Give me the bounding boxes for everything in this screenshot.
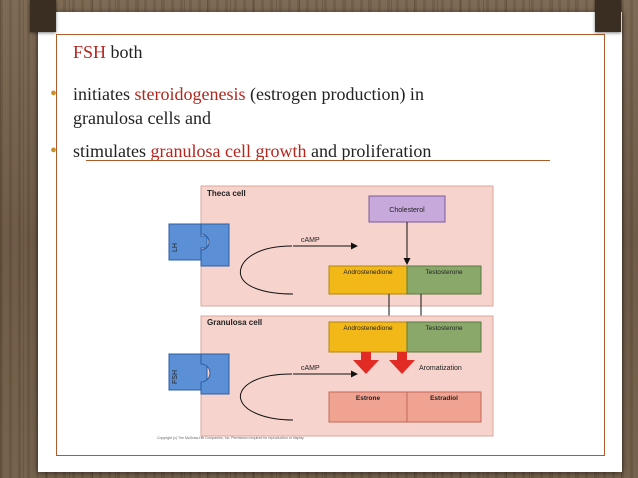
bullet-2-before: stimulates bbox=[73, 141, 151, 161]
tape-top-right bbox=[595, 0, 621, 32]
granulosa-label: Granulosa cell bbox=[207, 318, 262, 327]
underline-rule bbox=[86, 160, 550, 161]
camp-curve-top bbox=[239, 245, 294, 295]
camp-label-top: cAMP bbox=[301, 237, 320, 244]
bullet-1-highlight: steroidogenesis bbox=[134, 84, 246, 104]
estrone-label: Estrone bbox=[356, 395, 381, 402]
testosterone-box-top bbox=[406, 265, 482, 295]
copyright-credit: Copyright (c) The McGraw-Hill Companies,… bbox=[157, 436, 305, 440]
fsh-receptor-label: FSH bbox=[172, 370, 179, 384]
steroidogenesis-diagram: Theca cell LH Cholesterol cAMP Androsten… bbox=[157, 185, 494, 440]
bullet-1-line-1: initiates steroidogenesis (estrogen prod… bbox=[73, 82, 424, 106]
bullet-dot-icon: • bbox=[50, 140, 58, 162]
androstenedione-label-top: Androstenedione bbox=[343, 269, 393, 276]
slide-lead: FSH both bbox=[73, 40, 143, 64]
bullet-2-highlight: granulosa cell growth bbox=[150, 141, 307, 161]
lh-receptor-label: LH bbox=[172, 243, 179, 252]
bullet-2-after: and proliferation bbox=[306, 141, 432, 161]
tape-top-left bbox=[30, 0, 56, 32]
androstenedione-label-bottom: Androstenedione bbox=[343, 325, 393, 332]
lead-suffix: both bbox=[106, 42, 143, 62]
testosterone-box-bottom bbox=[406, 321, 482, 353]
androstenedione-box-top bbox=[328, 265, 408, 295]
bullet-dot-icon: • bbox=[50, 83, 58, 105]
testosterone-label-bottom: Testosterone bbox=[425, 325, 463, 332]
bullet-1-line-2: granulosa cells and bbox=[73, 108, 211, 128]
camp-label-bottom: cAMP bbox=[301, 365, 320, 372]
slide-frame bbox=[56, 34, 605, 456]
camp-curve-bottom bbox=[239, 373, 294, 421]
aromatization-label: Aromatization bbox=[419, 365, 462, 372]
estradiol-box bbox=[406, 391, 482, 423]
bullet-1-after: (estrogen production) in bbox=[245, 84, 424, 104]
red-arrow-right-icon bbox=[389, 352, 415, 374]
estrone-box bbox=[328, 391, 408, 423]
bullet-2-line-1: stimulates granulosa cell growth and pro… bbox=[73, 139, 431, 163]
testosterone-label-top: Testosterone bbox=[425, 269, 463, 276]
theca-label: Theca cell bbox=[207, 189, 246, 198]
lead-hormone: FSH bbox=[73, 42, 107, 62]
lh-receptor-body-icon bbox=[200, 223, 230, 267]
bullet-1-before: initiates bbox=[73, 84, 135, 104]
cholesterol-label: Cholesterol bbox=[389, 207, 425, 214]
red-arrow-left-icon bbox=[353, 352, 379, 374]
fsh-receptor-body-icon bbox=[200, 353, 230, 395]
androstenedione-box-bottom bbox=[328, 321, 408, 353]
estradiol-label: Estradiol bbox=[430, 395, 458, 402]
